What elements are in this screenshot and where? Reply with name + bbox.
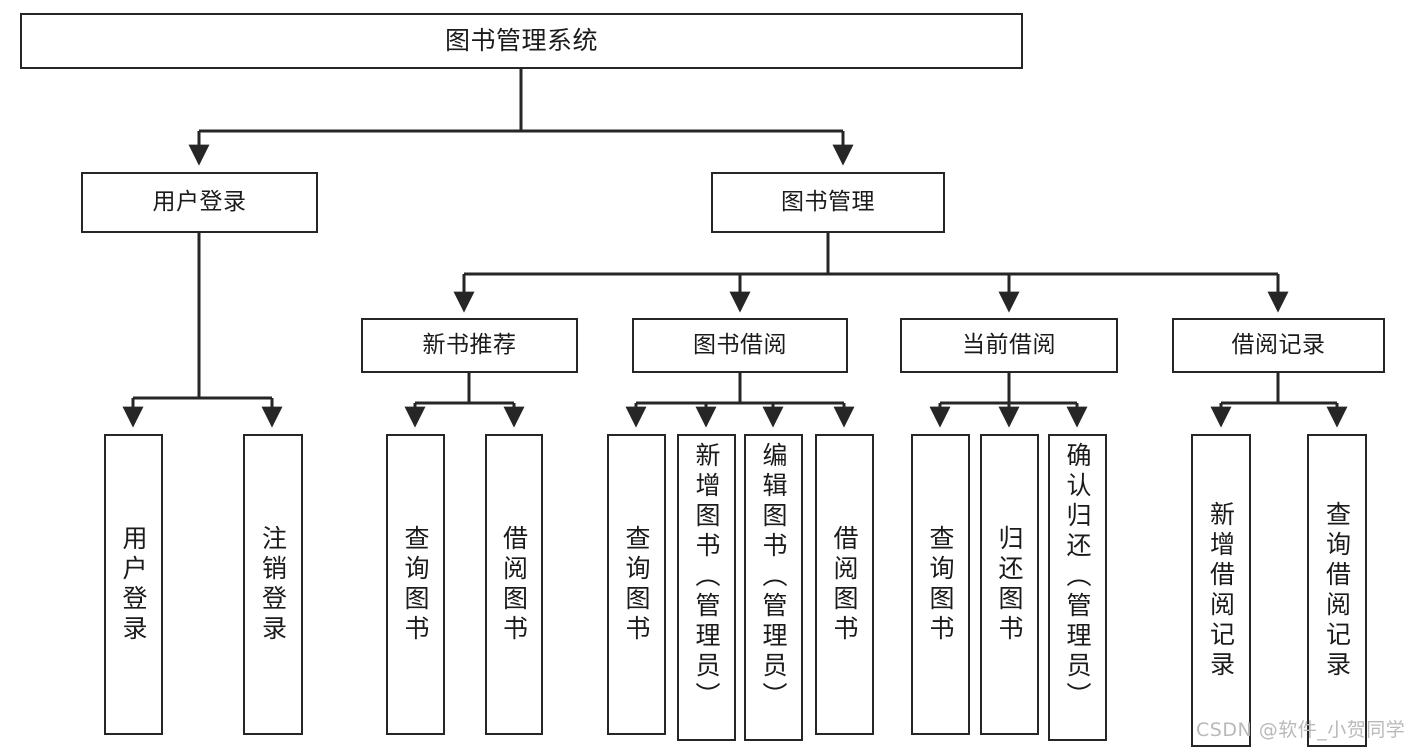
leaf-book-borrow-borrow[interactable]: 借阅图书 [815, 434, 874, 735]
leaf-borrow-record-query-label: 查询借阅记录 [1322, 500, 1352, 681]
leaf-current-borrow-return-label: 归还图书 [995, 524, 1024, 645]
leaf-user-login-login-label: 用户登录 [119, 524, 148, 645]
node-current-borrow[interactable]: 当前借阅 [900, 318, 1118, 373]
node-book-borrow-label: 图书借阅 [693, 331, 787, 358]
node-borrow-record-label: 借阅记录 [1231, 331, 1326, 358]
leaf-book-borrow-add[interactable]: 新增图书（管理员） [677, 434, 736, 741]
node-borrow-record[interactable]: 借阅记录 [1172, 318, 1385, 373]
leaf-borrow-record-query[interactable]: 查询借阅记录 [1307, 434, 1367, 747]
leaf-book-borrow-query[interactable]: 查询图书 [607, 434, 666, 735]
leaf-book-borrow-add-label: 新增图书（管理员） [692, 442, 721, 712]
node-root[interactable]: 图书管理系统 [20, 13, 1023, 69]
node-current-borrow-label: 当前借阅 [962, 331, 1056, 358]
leaf-current-borrow-query[interactable]: 查询图书 [911, 434, 970, 735]
leaf-book-borrow-borrow-label: 借阅图书 [830, 524, 859, 645]
leaf-book-borrow-edit-label: 编辑图书（管理员） [759, 442, 788, 712]
leaf-user-login-login[interactable]: 用户登录 [104, 434, 163, 735]
node-new-book-recommend[interactable]: 新书推荐 [361, 318, 578, 373]
node-user-login[interactable]: 用户登录 [81, 172, 318, 233]
node-book-borrow[interactable]: 图书借阅 [632, 318, 848, 373]
leaf-current-borrow-confirm-label: 确认归还（管理员） [1063, 442, 1092, 712]
node-book-management-label: 图书管理 [781, 188, 875, 215]
leaf-new-book-query-label: 查询图书 [401, 524, 430, 645]
leaf-user-login-logout-label: 注销登录 [258, 524, 288, 645]
leaf-book-borrow-edit[interactable]: 编辑图书（管理员） [744, 434, 803, 741]
leaf-book-borrow-query-label: 查询图书 [622, 524, 651, 645]
leaf-current-borrow-confirm[interactable]: 确认归还（管理员） [1048, 434, 1107, 741]
leaf-new-book-borrow-label: 借阅图书 [499, 524, 529, 645]
watermark: CSDN @软件_小贺同学 [1196, 719, 1405, 741]
node-new-book-recommend-label: 新书推荐 [422, 331, 517, 358]
leaf-borrow-record-add-label: 新增借阅记录 [1206, 500, 1236, 681]
leaf-new-book-query[interactable]: 查询图书 [386, 434, 445, 735]
leaf-current-borrow-query-label: 查询图书 [926, 524, 955, 645]
node-root-label: 图书管理系统 [444, 26, 598, 56]
leaf-current-borrow-return[interactable]: 归还图书 [980, 434, 1039, 735]
leaf-new-book-borrow[interactable]: 借阅图书 [485, 434, 543, 735]
leaf-user-login-logout[interactable]: 注销登录 [243, 434, 303, 735]
leaf-borrow-record-add[interactable]: 新增借阅记录 [1191, 434, 1251, 747]
node-book-management[interactable]: 图书管理 [711, 172, 945, 233]
node-user-login-label: 用户登录 [152, 188, 247, 215]
